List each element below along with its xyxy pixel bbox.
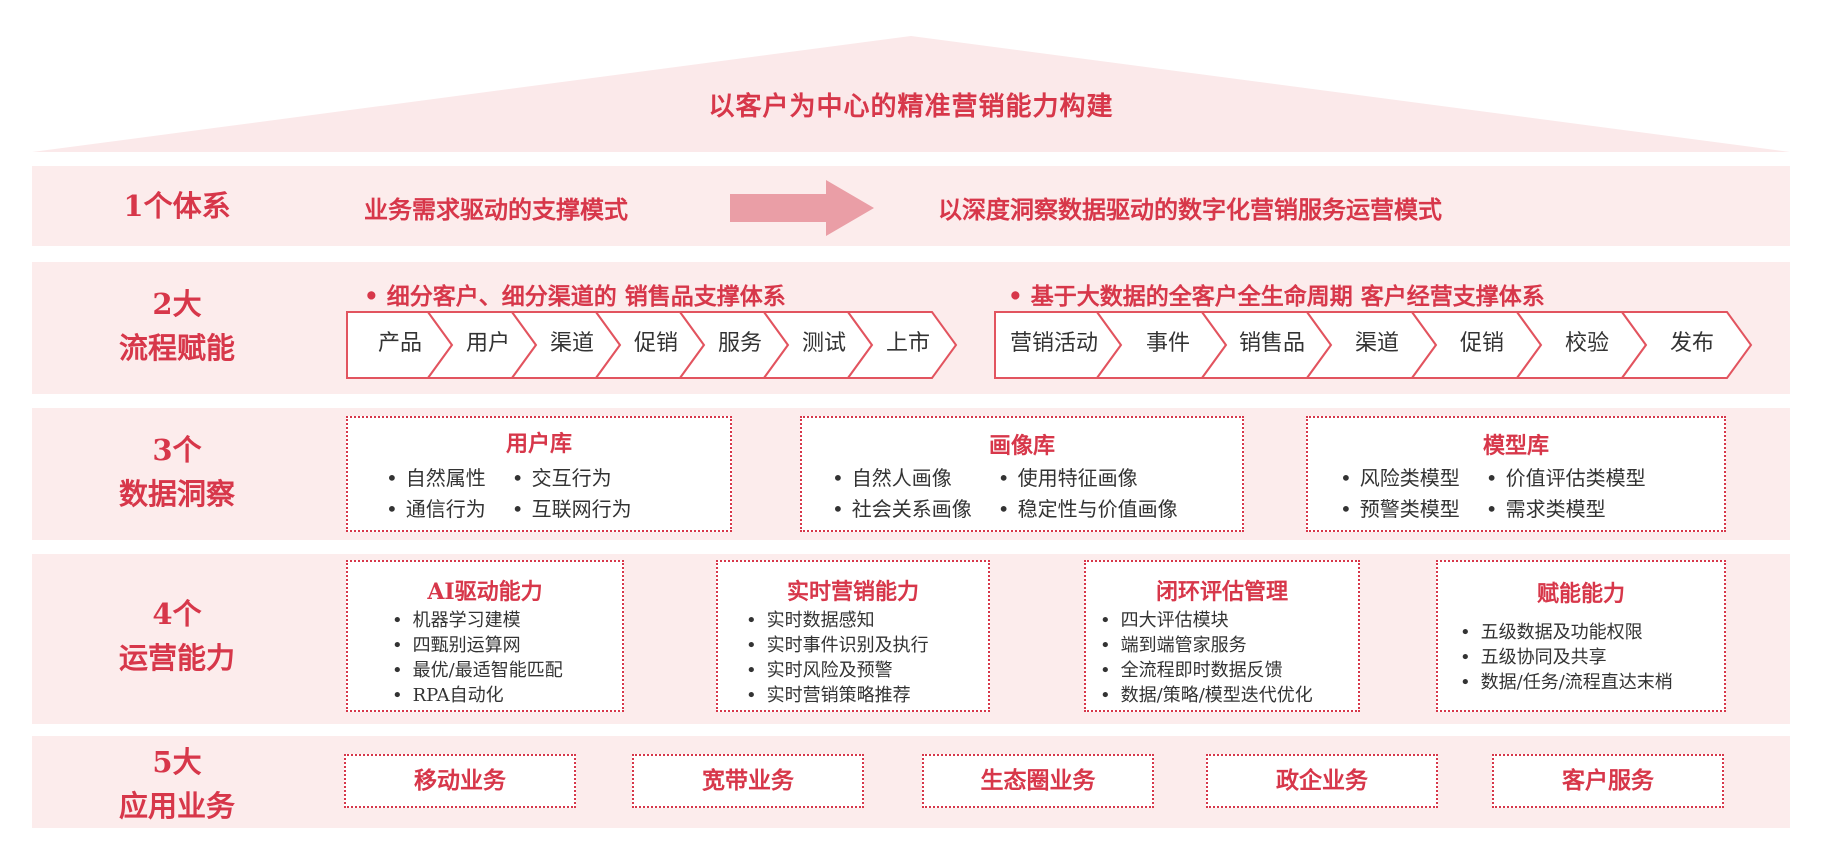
list-item: 四甄别运算网: [392, 633, 563, 658]
right-flow-chevrons: [994, 311, 1753, 379]
row3-label: 3个 数据洞察: [118, 433, 235, 511]
row2-left-heading: • 细分客户、细分渠道的 销售品支撑体系: [364, 283, 786, 310]
row1-from-text: 业务需求驱动的支撑模式: [364, 195, 628, 224]
box-title: 闭环评估管理: [1155, 579, 1288, 605]
list-item: 最优/最适智能匹配: [392, 658, 563, 683]
list-item: 稳定性与价值画像: [998, 493, 1178, 522]
box-title: 用户库: [505, 431, 572, 457]
right-step-label: 销售品: [1238, 331, 1305, 356]
list-item: 数据/任务/流程直达末梢: [1460, 670, 1673, 695]
realtime-marketing-items: 实时数据感知 实时事件识别及执行 实时风险及预警 实时营销策略推荐: [746, 608, 929, 708]
transition-arrow-icon: [730, 180, 874, 236]
list-item: 实时数据感知: [746, 608, 929, 633]
list-item: 使用特征画像: [998, 462, 1178, 491]
list-item: 四大评估模块: [1100, 608, 1313, 633]
box-title: 画像库: [988, 433, 1055, 459]
chevron-step: [1620, 311, 1753, 379]
list-item: 自然属性: [386, 462, 486, 491]
right-step-label: 发布: [1669, 331, 1714, 356]
row2-label: 2大 流程赋能: [118, 287, 235, 365]
row2-right-heading: • 基于大数据的全客户全生命周期 客户经营支撑体系: [1008, 283, 1545, 310]
app-ecosystem-business: 生态圈业务: [922, 754, 1154, 808]
list-item: 五级数据及功能权限: [1460, 620, 1673, 645]
right-step-label: 促销: [1459, 331, 1504, 356]
user-library-items: 自然属性 交互行为 通信行为 互联网行为: [386, 462, 632, 522]
row1-label: 1个体系: [123, 189, 231, 223]
list-item: 通信行为: [386, 493, 486, 522]
closed-loop-items: 四大评估模块 端到端管家服务 全流程即时数据反馈 数据/策略/模型迭代优化: [1100, 608, 1313, 708]
list-item: 五级协同及共享: [1460, 645, 1673, 670]
left-step-label: 产品: [377, 331, 422, 356]
app-broadband-business: 宽带业务: [632, 754, 864, 808]
model-library-items: 风险类模型 价值评估类模型 预警类模型 需求类模型: [1340, 462, 1646, 522]
left-flow-chevrons: [346, 311, 958, 379]
box-title: 赋能能力: [1536, 581, 1625, 607]
list-item: 实时事件识别及执行: [746, 633, 929, 658]
left-step-label: 上市: [885, 331, 930, 356]
box-title: AI驱动能力: [427, 579, 543, 605]
list-item: 机器学习建模: [392, 608, 563, 633]
left-step-label: 测试: [801, 331, 846, 356]
left-step-label: 促销: [633, 331, 678, 356]
list-item: 预警类模型: [1340, 493, 1460, 522]
roof-shape: [32, 36, 1790, 152]
band-1: [32, 166, 1790, 246]
list-item: 社会关系画像: [832, 493, 972, 522]
empowerment-items: 五级数据及功能权限 五级协同及共享 数据/任务/流程直达末梢: [1460, 620, 1673, 695]
ai-capability-items: 机器学习建模 四甄别运算网 最优/最适智能匹配 RPA自动化: [392, 608, 563, 708]
right-step-label: 渠道: [1354, 331, 1399, 356]
list-item: 自然人画像: [832, 462, 972, 491]
row1-to-text: 以深度洞察数据驱动的数字化营销服务运营模式: [938, 195, 1442, 224]
list-item: 实时风险及预警: [746, 658, 929, 683]
list-item: 交互行为: [512, 462, 632, 491]
list-item: 实时营销策略推荐: [746, 683, 929, 708]
list-item: 互联网行为: [512, 493, 632, 522]
list-item: 价值评估类模型: [1486, 462, 1646, 491]
left-step-label: 渠道: [549, 331, 594, 356]
box-title: 实时营销能力: [786, 579, 919, 605]
right-step-label: 事件: [1145, 331, 1190, 356]
chevron-step: [846, 311, 958, 379]
main-title: 以客户为中心的精准营销能力构建: [708, 92, 1114, 122]
app-mobile-business: 移动业务: [344, 754, 576, 808]
row4-label: 4个 运营能力: [118, 597, 235, 675]
list-item: RPA自动化: [392, 683, 563, 708]
list-item: 风险类模型: [1340, 462, 1460, 491]
row5-label: 5大 应用业务: [118, 745, 235, 823]
list-item: 数据/策略/模型迭代优化: [1100, 683, 1313, 708]
app-customer-service: 客户服务: [1492, 754, 1724, 808]
right-step-label: 营销活动: [1009, 331, 1098, 356]
app-government-enterprise: 政企业务: [1206, 754, 1438, 808]
list-item: 端到端管家服务: [1100, 633, 1313, 658]
right-step-label: 校验: [1564, 331, 1609, 356]
box-title: 模型库: [1482, 433, 1549, 459]
list-item: 全流程即时数据反馈: [1100, 658, 1313, 683]
portrait-library-items: 自然人画像 使用特征画像 社会关系画像 稳定性与价值画像: [832, 462, 1178, 522]
list-item: 需求类模型: [1486, 493, 1646, 522]
left-step-label: 用户: [465, 331, 510, 356]
left-step-label: 服务: [717, 331, 762, 356]
